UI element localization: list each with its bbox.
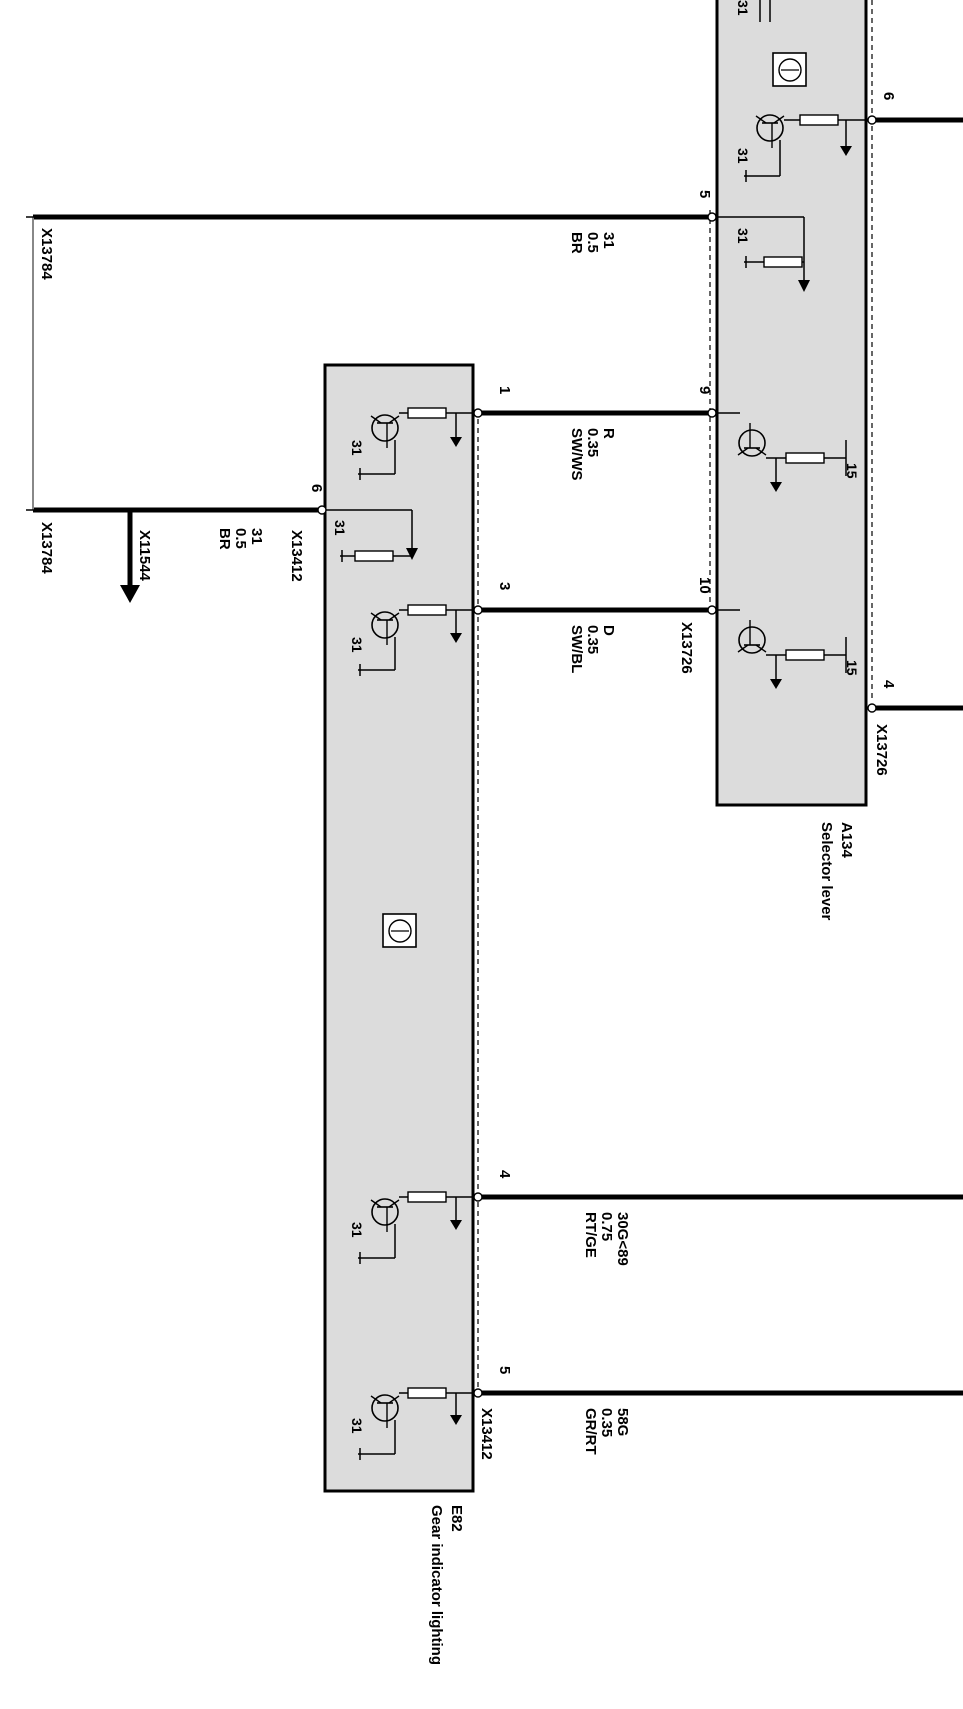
wire-signal: D xyxy=(600,625,617,636)
selector-lever-module: 31 31 31 xyxy=(709,0,873,921)
wires xyxy=(26,115,963,1398)
wire-size: 0.35 xyxy=(584,625,601,654)
module-name: Selector lever xyxy=(818,822,835,921)
wire-labels: 31 0.5 BR R 0.35 SW/WS D 0.35 SW/BL 31 0… xyxy=(216,232,631,1455)
connector-label: X13412 xyxy=(478,1408,495,1460)
wire-color: BR xyxy=(568,232,585,254)
transistor-icon xyxy=(358,1387,473,1460)
ground-label: 31 xyxy=(735,228,751,244)
pin-number: 1 xyxy=(496,386,513,394)
transistor-icon xyxy=(744,114,866,182)
ground-label: 31 xyxy=(349,440,365,456)
module-symbol-icon xyxy=(772,52,807,87)
wire-color: SW/BL xyxy=(568,625,585,673)
pin-number: 10 xyxy=(696,577,713,594)
wire-signal: R xyxy=(600,428,617,439)
supply-label: 15 xyxy=(844,463,860,479)
transistor-icon xyxy=(759,0,771,22)
connector-label: X11544 xyxy=(136,530,153,582)
module-name: Gear indicator lighting xyxy=(428,1505,445,1665)
module-code: E82 xyxy=(448,1505,465,1532)
pin-number: 5 xyxy=(496,1366,513,1374)
wire-signal: 58G xyxy=(614,1408,631,1436)
pin-number: 5 xyxy=(696,190,713,198)
pin-number: 3 xyxy=(496,582,513,590)
connector-labels: X13784 X13784 X11544 X13412 X13412 X1372… xyxy=(38,228,890,1460)
pin-number: 4 xyxy=(880,680,897,689)
wire-signal: 31 xyxy=(600,232,617,249)
wire-color: RT/GE xyxy=(582,1212,599,1258)
wire-color: BR xyxy=(216,528,233,550)
wire-size: 0.75 xyxy=(598,1212,615,1241)
gear-indicator-module: 31 31 31 xyxy=(323,363,479,1665)
ground-label: 31 xyxy=(349,1222,365,1238)
connector-label: X13726 xyxy=(678,622,695,674)
module-symbol-icon xyxy=(382,913,417,948)
wire-signal: 31 xyxy=(248,528,265,545)
ground-label: 31 xyxy=(735,148,751,164)
connector-label: X13726 xyxy=(873,724,890,776)
connector-label: X13784 xyxy=(38,228,55,280)
ground-resistor xyxy=(712,216,810,292)
wire-size: 0.35 xyxy=(584,428,601,457)
pin-number: 6 xyxy=(308,484,325,492)
transistor-icon xyxy=(358,1191,473,1264)
wire-signal: 30G<89 xyxy=(614,1212,631,1266)
connector-label: X13784 xyxy=(38,522,55,574)
supply-label: 15 xyxy=(844,660,860,676)
wire-color: GR/RT xyxy=(582,1408,599,1455)
ground-label: 31 xyxy=(349,1418,365,1434)
wire-size: 0.35 xyxy=(598,1408,615,1437)
wire-size: 0.5 xyxy=(232,528,249,549)
wire-size: 0.5 xyxy=(584,232,601,253)
ground-resistor xyxy=(325,509,418,562)
wire-color: SW/WS xyxy=(568,428,585,481)
pin-number: 4 xyxy=(496,1170,513,1179)
pin-number: 9 xyxy=(696,386,713,394)
pin-number: 6 xyxy=(880,92,897,100)
ground-label: 31 xyxy=(332,520,348,536)
transistor-icon xyxy=(358,407,473,480)
ground-label: 31 xyxy=(735,0,751,16)
module-code: A134 xyxy=(838,822,855,859)
ground-label: 31 xyxy=(349,637,365,653)
pin-numbers: 6 5 9 10 4 1 6 3 4 5 xyxy=(308,92,897,1374)
connector-label: X13412 xyxy=(288,530,305,582)
transistor-icon xyxy=(358,604,473,676)
